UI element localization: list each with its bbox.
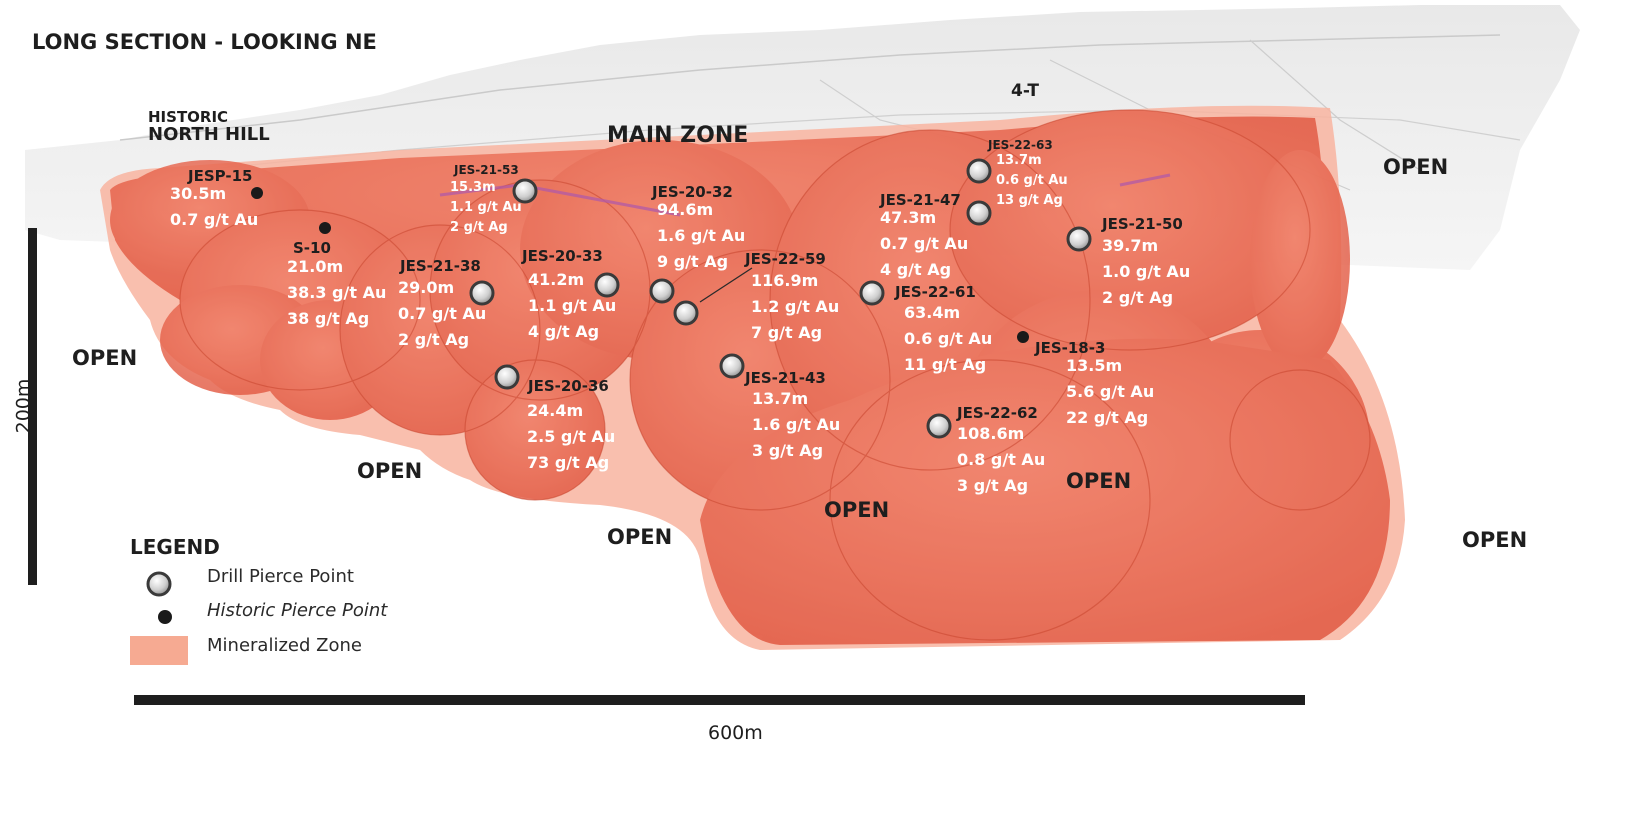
hole-name: JES-21-38 xyxy=(400,257,481,275)
open-label: OPEN xyxy=(357,459,423,483)
hole-name: JES-22-61 xyxy=(895,283,976,301)
hole-name: JES-22-62 xyxy=(957,404,1038,422)
open-label: OPEN xyxy=(824,498,890,522)
drill-pierce-icon xyxy=(966,158,992,184)
hole-name: JES-21-43 xyxy=(745,369,826,387)
drill-pierce-icon xyxy=(512,178,538,204)
hole-name: JES-20-32 xyxy=(652,183,733,201)
hole-name: JES-18-3 xyxy=(1035,339,1106,357)
hole-name: JES-21-50 xyxy=(1102,215,1183,233)
hole-name: JES-20-36 xyxy=(528,377,609,395)
vertical-scale-bar xyxy=(28,228,37,585)
hole-name: JES-22-59 xyxy=(745,250,826,268)
legend-label-mineralized: Mineralized Zone xyxy=(207,635,362,656)
north-hill-label: NORTH HILL xyxy=(148,124,270,145)
drill-pierce-icon xyxy=(146,571,172,597)
historic-label: HISTORIC xyxy=(148,108,229,126)
historic-pierce-icon xyxy=(158,610,172,624)
hole-name: S-10 xyxy=(293,239,331,257)
mineralized-zone-body xyxy=(110,110,1390,645)
mineralized-zone-swatch xyxy=(130,636,188,665)
drill-pierce-icon xyxy=(594,272,620,298)
hole-name: JES-21-53 xyxy=(454,163,519,177)
hole-name: JESP-15 xyxy=(188,167,253,185)
vein-traces xyxy=(439,173,1171,217)
historic-pierce-icon xyxy=(251,187,263,199)
vertical-scale-label: 200m xyxy=(12,378,35,434)
drill-pierce-icon xyxy=(494,364,520,390)
hole-name: JES-20-33 xyxy=(522,247,603,265)
horizontal-scale-label: 600m xyxy=(708,722,763,744)
open-label: OPEN xyxy=(1066,469,1132,493)
open-label: OPEN xyxy=(72,346,138,370)
drill-pierce-icon xyxy=(926,413,952,439)
four-t-label: 4-T xyxy=(1011,81,1039,101)
legend-title: LEGEND xyxy=(130,535,220,559)
drill-pierce-icon xyxy=(966,200,992,226)
drill-pierce-icon xyxy=(469,280,495,306)
historic-pierce-icon xyxy=(319,222,331,234)
hole-name: JES-21-47 xyxy=(880,191,961,209)
open-label: OPEN xyxy=(607,525,673,549)
zone-outlines xyxy=(179,109,1371,641)
open-label: OPEN xyxy=(1383,155,1449,179)
diagram-title: LONG SECTION - LOOKING NE xyxy=(32,30,377,54)
legend-symbols xyxy=(130,571,188,665)
drill-pierce-icon xyxy=(1066,226,1092,252)
hole-name: JES-22-63 xyxy=(988,138,1053,152)
historic-pierce-icon xyxy=(1017,331,1029,343)
horizontal-scale-bar xyxy=(134,695,1305,705)
pierce-points xyxy=(251,158,1092,439)
leader-line xyxy=(699,267,753,303)
legend-label-historic: Historic Pierce Point xyxy=(207,600,388,621)
main-zone-label: MAIN ZONE xyxy=(607,123,749,148)
legend-label-drill: Drill Pierce Point xyxy=(207,566,354,587)
drill-pierce-icon xyxy=(673,300,699,326)
drill-pierce-icon xyxy=(859,280,885,306)
open-label: OPEN xyxy=(1462,528,1528,552)
drill-pierce-icon xyxy=(719,353,745,379)
drill-pierce-icon xyxy=(649,278,675,304)
